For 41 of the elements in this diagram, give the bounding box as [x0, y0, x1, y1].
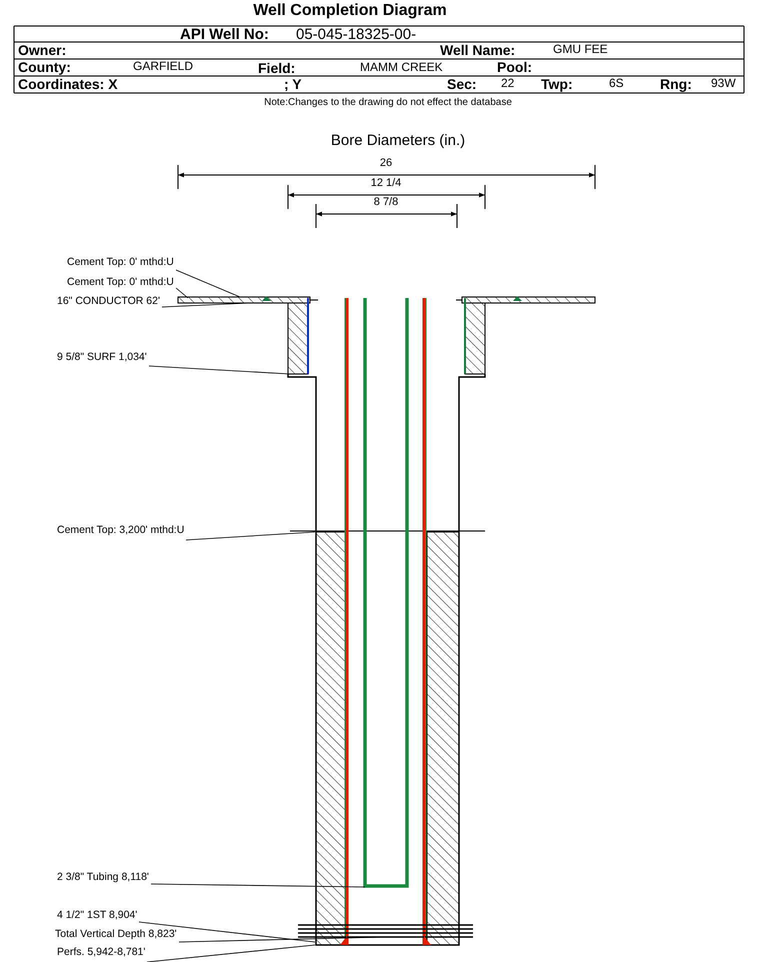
- chart-heading: Bore Diameters (in.): [330, 132, 466, 150]
- field-label: County:: [18, 59, 71, 76]
- field-label: Well Name:: [440, 42, 516, 58]
- callout-label: 4 1/2" 1ST 8,904': [57, 909, 138, 922]
- field-label: Rng:: [660, 76, 692, 92]
- field-label: Pool:: [497, 59, 532, 76]
- callout-label: Cement Top: 0' mthd:U: [67, 256, 174, 268]
- leader-line: [138, 922, 316, 942]
- callout-label: Cement Top: 3,200' mthd:U: [57, 524, 184, 536]
- leader-line: [186, 532, 316, 540]
- dimension-value: 12 1/4: [370, 177, 402, 190]
- field-label: Twp:: [541, 76, 573, 92]
- field-label: API Well No:: [180, 26, 269, 44]
- callout-label: Total Vertical Depth 8,823': [55, 928, 177, 940]
- field-label: Sec:: [447, 76, 477, 92]
- callout-label: 16" CONDUCTOR 62': [57, 295, 160, 308]
- leader-line: [178, 936, 388, 942]
- callout-label: Perfs. 5,942-8,781': [57, 946, 146, 958]
- leader-line: [146, 944, 316, 962]
- field-label: ; Y: [284, 76, 302, 92]
- field-value: 93W: [711, 77, 736, 91]
- callout-label: 9 5/8" SURF 1,034': [57, 351, 147, 364]
- dimension-value: 8 7/8: [374, 196, 398, 209]
- diagram-title: Well Completion Diagram: [253, 2, 447, 20]
- callout-label: 2 3/8" Tubing 8,118': [57, 871, 149, 884]
- field-value: 05-045-18325-00-: [296, 26, 416, 44]
- leader-line: [148, 366, 290, 374]
- field-value: 22: [501, 77, 514, 91]
- note-text: Note:Changes to the drawing do not effect the database: [264, 97, 512, 108]
- field-label: Field:: [258, 60, 296, 76]
- field-value: GARFIELD: [133, 60, 194, 74]
- field-value: MAMM CREEK: [360, 61, 443, 75]
- field-label: Owner:: [18, 42, 66, 58]
- leader-line: [176, 270, 240, 298]
- dimension-value: 26: [380, 157, 392, 170]
- leader-line: [150, 884, 366, 888]
- callout-label: Cement Top: 0' mthd:U: [67, 276, 174, 288]
- leader-line: [176, 288, 188, 298]
- field-value: 6S: [609, 77, 624, 91]
- field-label: Coordinates: X: [18, 76, 118, 92]
- field-value: GMU FEE: [553, 43, 608, 57]
